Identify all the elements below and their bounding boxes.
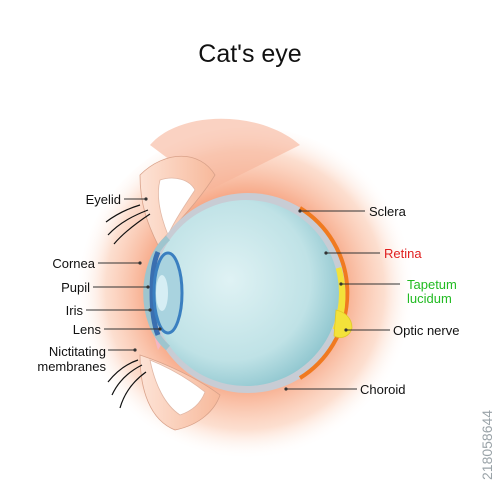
label-choroid: Choroid [360,382,406,397]
retina-band [298,206,350,380]
diagram-title: Cat's eye [198,40,301,68]
label-pupil: Pupil [61,280,90,295]
label-tapetum-line1: Tapetum [407,277,457,292]
label-nictitating-line2: membranes [37,359,106,374]
cornea [143,235,171,351]
label-sclera: Sclera [369,204,407,219]
watermark-stock-id: 218058644 [479,410,495,480]
lower-eyelid [139,354,221,431]
label-optic-nerve: Optic nerve [393,323,459,338]
label-retina: Retina [384,246,422,261]
eyelashes [105,204,151,409]
label-lens: Lens [73,322,102,337]
optic-nerve [333,309,353,338]
leader-lines [86,197,400,391]
iris-lens [149,250,184,336]
label-eyelid: Eyelid [86,192,121,207]
vitreous-body [153,200,339,386]
label-tapetum-line2: lucidum [407,291,452,306]
label-iris: Iris [66,303,84,318]
label-nictitating-line1: Nictitating [49,344,106,359]
label-cornea: Cornea [52,256,95,271]
